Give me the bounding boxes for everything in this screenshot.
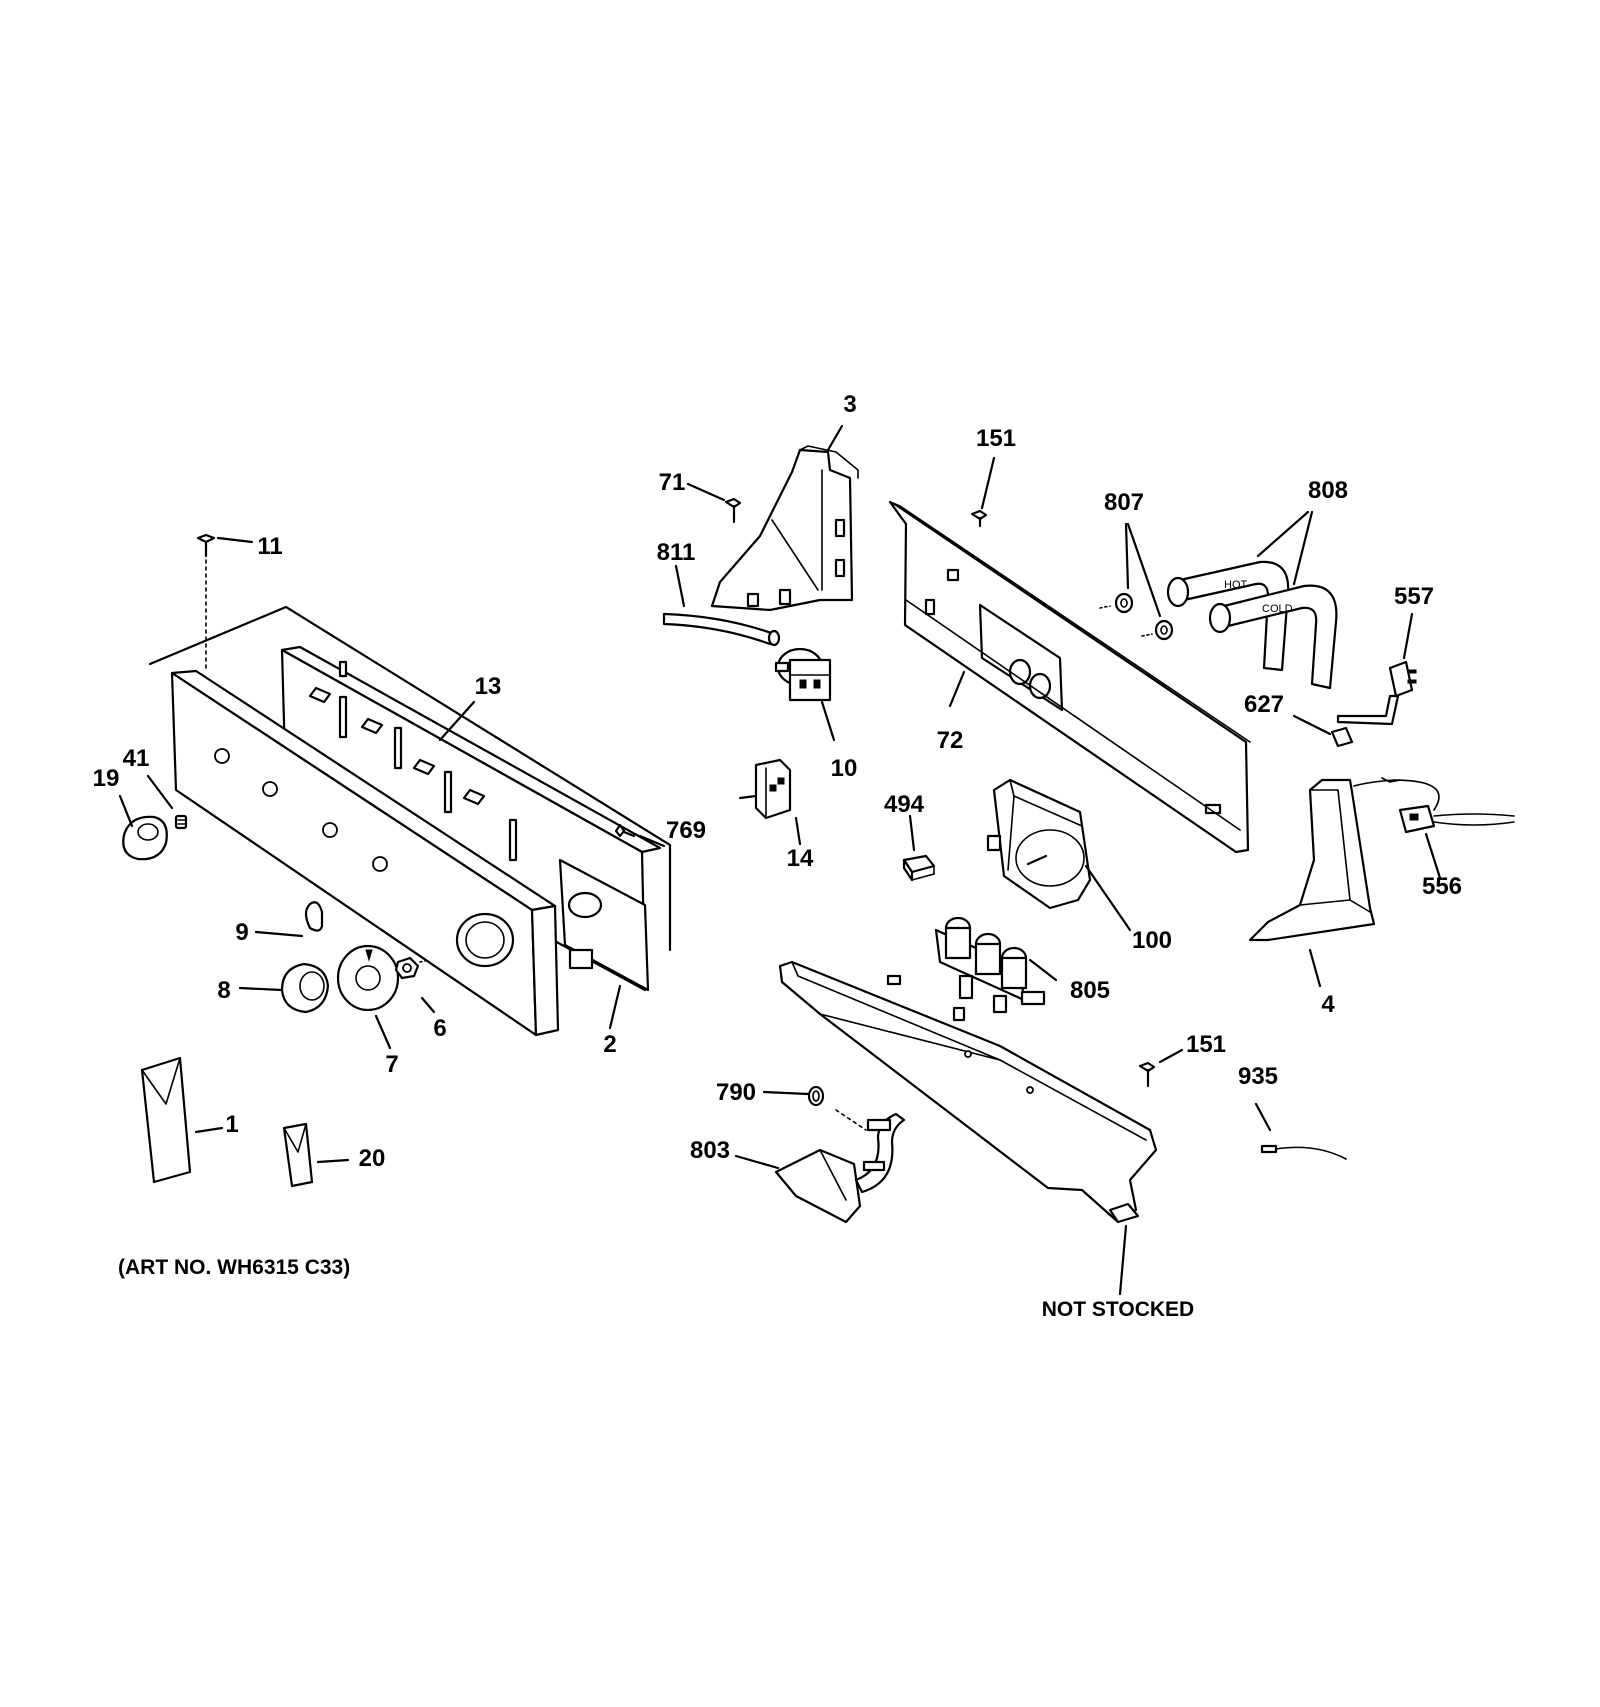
label-808: 808 — [1308, 477, 1348, 504]
label-807: 807 — [1104, 489, 1144, 516]
label-19: 19 — [93, 765, 120, 792]
knob-8-icon — [280, 962, 330, 1014]
label-805: 805 — [1070, 977, 1110, 1004]
spring-41-icon — [174, 814, 188, 830]
timer-100-icon — [986, 778, 1092, 910]
control-panel-assembly — [122, 533, 672, 1188]
backsplash-panel-72 — [888, 500, 1251, 854]
label-790: 790 — [716, 1079, 756, 1106]
label-769: 769 — [666, 817, 706, 844]
manual-1-icon — [140, 1056, 192, 1184]
screw-151-bottom-icon — [1138, 1061, 1156, 1088]
screw-71-icon — [724, 497, 742, 524]
label-557: 557 — [1394, 583, 1434, 610]
hose-cold-marking: COLD — [1262, 603, 1293, 615]
art-number: (ART NO. WH6315 C33) — [118, 1256, 350, 1279]
end-cap-bracket-4 — [1248, 778, 1376, 942]
screw-11-icon — [196, 533, 216, 671]
nut-6-icon — [394, 956, 429, 980]
leader-lines — [118, 424, 1442, 1296]
label-935: 935 — [1238, 1063, 1278, 1090]
label-8: 8 — [217, 977, 230, 1004]
label-151-bottom: 151 — [1186, 1031, 1226, 1058]
power-cord-plug-557-icon — [1336, 660, 1417, 726]
label-41: 41 — [123, 745, 150, 772]
dispenser-803-icon — [774, 1112, 906, 1224]
label-20: 20 — [359, 1145, 386, 1172]
label-6: 6 — [433, 1015, 446, 1042]
hose-hot-marking: HOT — [1224, 579, 1248, 591]
fill-hose-hot-808: HOT — [1166, 560, 1290, 672]
label-13: 13 — [475, 673, 502, 700]
strain-relief-627-icon — [1330, 726, 1354, 748]
label-803: 803 — [690, 1137, 730, 1164]
part-labels: 3 71 151 807 808 811 11 557 13 627 41 19… — [93, 391, 1462, 1172]
label-14: 14 — [787, 845, 814, 872]
label-1: 1 — [225, 1111, 238, 1138]
label-811: 811 — [657, 539, 696, 566]
clamp-790-icon — [807, 1085, 867, 1131]
label-72: 72 — [937, 727, 964, 754]
label-627: 627 — [1244, 691, 1284, 718]
label-3: 3 — [843, 391, 856, 418]
label-9: 9 — [235, 919, 248, 946]
control-panel-front — [170, 669, 560, 1037]
wire-harness-556-icon — [1353, 777, 1515, 834]
label-494: 494 — [884, 791, 925, 818]
washer-807a-icon — [1099, 592, 1134, 614]
tube-811-icon — [662, 612, 781, 647]
label-100: 100 — [1132, 927, 1172, 954]
fuse-494-icon — [902, 854, 936, 882]
panel-outline-bracket — [148, 605, 672, 952]
label-556: 556 — [1422, 873, 1462, 900]
label-71: 71 — [659, 469, 686, 496]
screw-151-top-icon — [970, 509, 988, 528]
label-7: 7 — [385, 1051, 398, 1078]
lower-rail-not-stocked — [778, 960, 1158, 1224]
washer-807b-icon — [1141, 619, 1174, 641]
card-20-icon — [282, 1122, 314, 1188]
pressure-switch-10-icon — [774, 647, 832, 702]
clip-9-icon — [304, 901, 324, 932]
knob-19-icon — [122, 815, 168, 861]
not-stocked-note: NOT STOCKED — [1042, 1298, 1194, 1321]
label-151-top: 151 — [976, 425, 1016, 452]
label-2: 2 — [603, 1031, 616, 1058]
label-11: 11 — [257, 533, 282, 560]
switch-14-icon — [738, 758, 792, 820]
ground-wire-935-icon — [1260, 1144, 1347, 1160]
screw-769-icon — [614, 823, 636, 838]
label-4: 4 — [1321, 991, 1335, 1018]
water-valve-805-icon — [934, 916, 1046, 1014]
end-cap-bracket-3 — [710, 445, 859, 612]
dial-7-icon — [336, 944, 400, 1012]
label-10: 10 — [831, 755, 858, 782]
fill-hose-cold-808: COLD — [1208, 584, 1338, 690]
